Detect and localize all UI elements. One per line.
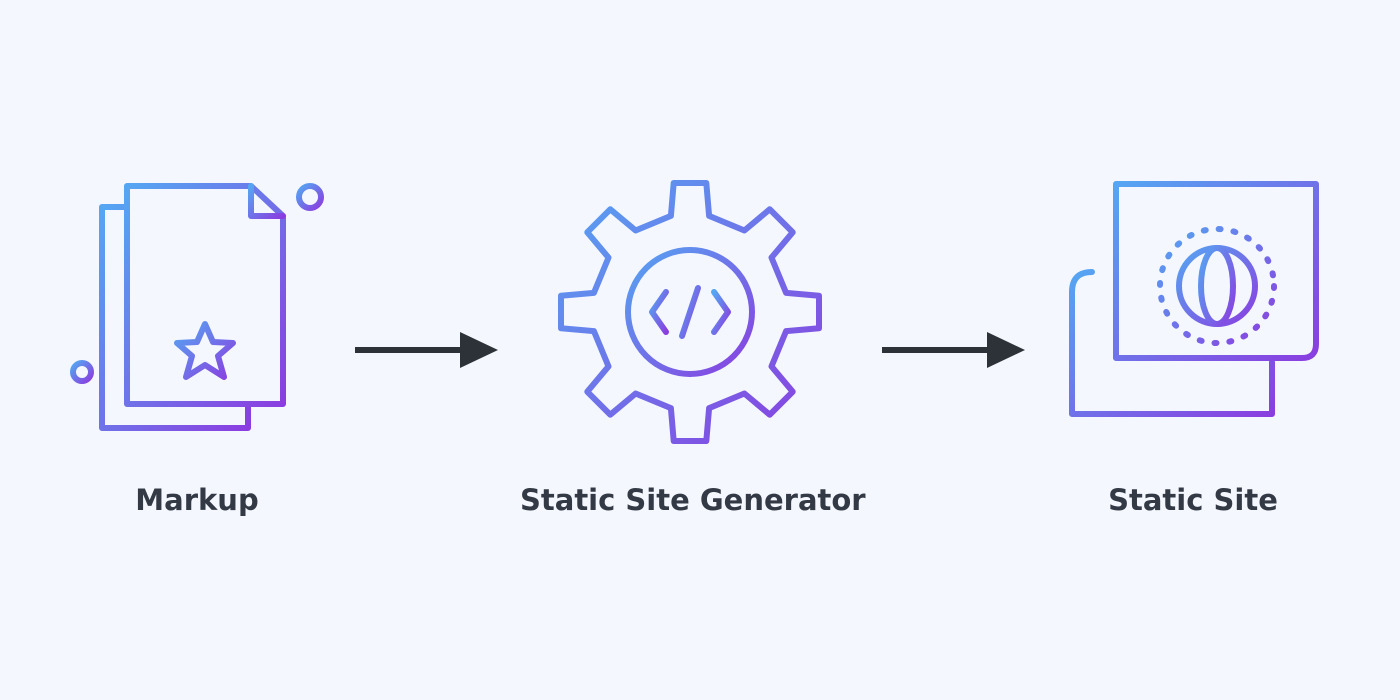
node-label-static-site: Static Site (1108, 483, 1278, 517)
arrow-icon (882, 330, 1027, 370)
node-label-generator: Static Site Generator (520, 483, 866, 517)
document-star-icon (60, 175, 340, 445)
gear-code-icon (550, 170, 840, 455)
arrow-icon (355, 330, 500, 370)
browser-globe-monitor-icon (1060, 172, 1330, 452)
node-label-markup: Markup (135, 483, 259, 517)
